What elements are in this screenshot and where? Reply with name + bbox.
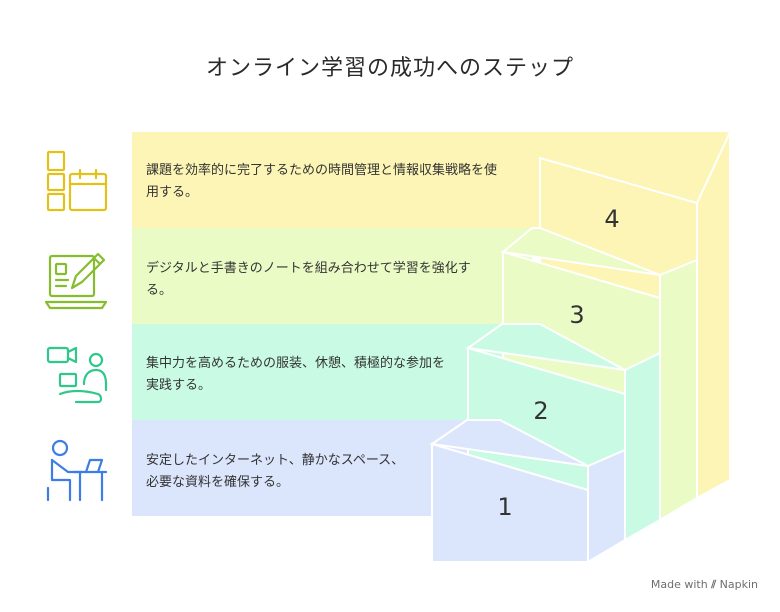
band-step-2 <box>132 324 502 420</box>
made-with-label: Made with <box>650 578 708 591</box>
step-4-text: 課題を効率的に完了するための時間管理と情報収集戦略を使用する。 <box>146 163 498 200</box>
brand-label: Napkin <box>719 578 758 591</box>
band-step-3 <box>132 228 532 324</box>
step-1-front <box>431 442 589 563</box>
band-step-1 <box>132 420 467 516</box>
step-3-number: 3 <box>569 301 584 329</box>
step-1-right <box>587 448 626 564</box>
band-step-4 <box>132 132 572 228</box>
step-1-text: 安定したインターネット、静かなスペース、必要な資料を確保する。 <box>146 453 405 490</box>
step-3-right <box>659 258 698 522</box>
step-4-top <box>540 132 730 203</box>
made-with-napkin: Made with ⫽ Napkin <box>651 578 758 592</box>
desk-study-icon <box>46 439 108 502</box>
schedule-calendar-icon <box>46 150 108 212</box>
tablet-pen-notes-icon <box>44 252 108 310</box>
step-4-number: 4 <box>604 205 619 233</box>
step-3-text: デジタルと手書きのノートを組み合わせて学習を強化する。 <box>146 261 471 298</box>
napkin-logo-icon: ⫽ <box>711 578 717 591</box>
page-title: オンライン学習の成功へのステップ <box>205 56 574 81</box>
step-2-number: 2 <box>533 397 548 425</box>
step-1-number: 1 <box>497 493 512 521</box>
video-participation-icon <box>46 346 108 404</box>
step-2-text: 集中力を高めるための服装、休憩、積極的な参加を実践する。 <box>146 356 446 393</box>
step-2-right <box>624 351 661 542</box>
